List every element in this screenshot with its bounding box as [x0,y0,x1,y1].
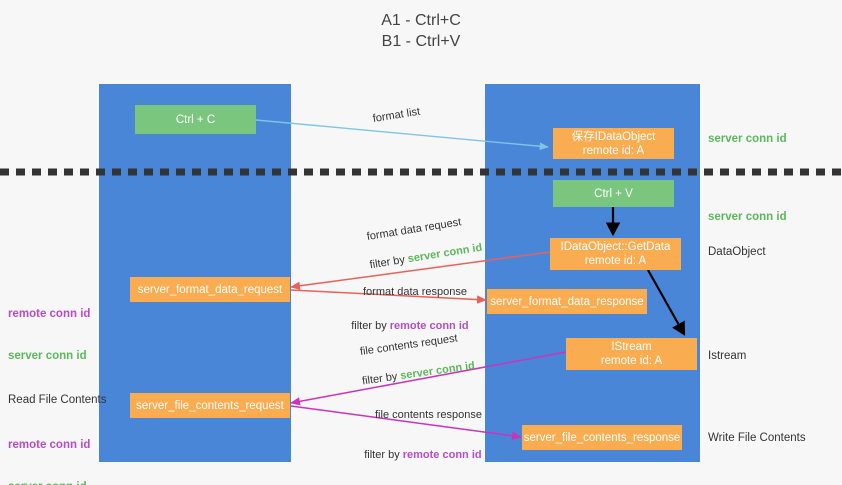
left-label-group-format: remote conn id server conn id [8,279,90,391]
arrow-label-format-data-response-filter: filter by remote conn id [339,305,469,347]
box-server-format-data-response[interactable]: server_format_data_response [487,289,647,314]
label-remote-conn-id-file: remote conn id [8,439,91,451]
box-save-idataobject[interactable]: 保存IDataObject remote id: A [553,128,674,159]
box-server-file-contents-response[interactable]: server_file_contents_response [522,425,682,450]
box-server-format-data-request[interactable]: server_format_data_request [130,277,290,302]
label-remote-conn-id-format: remote conn id [8,308,91,320]
label-server-conn-id-top: server conn id [708,133,787,145]
arrow-label-file-contents-response-filter: filter by remote conn id [352,434,482,476]
box-server-file-contents-request[interactable]: server_file_contents_request [130,393,290,418]
label-server-conn-id-second: server conn id [708,211,787,223]
label-read-file-contents: Read File Contents [8,394,107,406]
arrow-label-format-list: format list [371,105,421,126]
filter-prefix-format-response: filter by [351,320,390,332]
label-server-conn-id-format: server conn id [8,350,87,362]
box-idataobject-getdata[interactable]: IDataObject::GetData remote id: A [550,238,681,270]
filter-value-file-request: server conn id [399,359,476,383]
box-istream[interactable]: IStream remote id: A [566,338,697,370]
label-dataobject: DataObject [708,246,766,258]
label-istream: Istream [708,350,747,362]
page-title: A1 - Ctrl+C B1 - Ctrl+V [381,12,461,50]
box-ctrl-v[interactable]: Ctrl + V [553,180,674,207]
left-label-group-file: remote conn id server conn id [8,410,90,485]
arrow-label-file-contents-response: file contents response [375,409,483,421]
filter-value-format-response: remote conn id [389,320,469,332]
filter-prefix-format-request: filter by [368,253,409,272]
arrow-label-format-data-response: format data response [363,286,467,298]
filter-value-file-response: remote conn id [402,449,482,461]
label-write-file-contents: Write File Contents [708,432,806,444]
box-ctrl-c[interactable]: Ctrl + C [135,105,256,134]
filter-prefix-file-request: filter by [361,370,402,388]
filter-prefix-file-response: filter by [364,449,403,461]
filter-value-format-request: server conn id [406,241,484,266]
label-server-conn-id-file: server conn id [8,480,90,485]
